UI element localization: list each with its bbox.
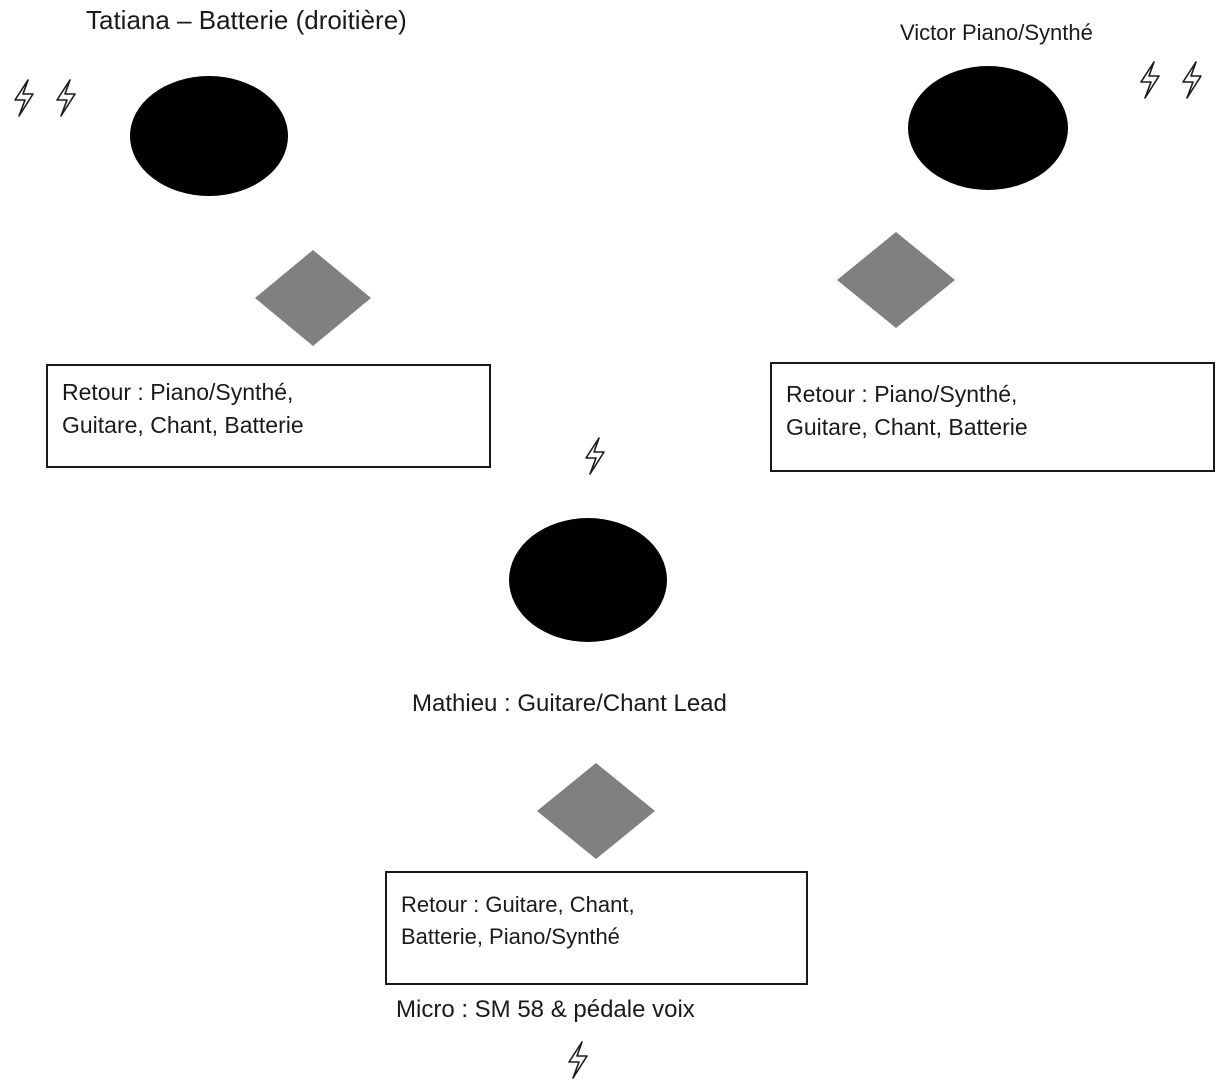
mic-power-icon <box>568 1041 588 1079</box>
tatiana-monitor-wedge <box>255 250 371 346</box>
tatiana-performer <box>130 76 288 196</box>
mathieu-monitor-line-2: Batterie, Piano/Synthé <box>401 923 620 949</box>
victor-power-icon-1 <box>1140 61 1160 99</box>
victor-power-icon-2 <box>1182 61 1202 99</box>
victor-label: Victor Piano/Synthé <box>900 20 1093 45</box>
tatiana-monitor-line-1: Retour : Piano/Synthé, <box>62 379 294 405</box>
mathieu-label: Mathieu : Guitare/Chant Lead <box>412 690 727 717</box>
tatiana-power-icon-2 <box>56 79 76 117</box>
victor-monitor-wedge <box>837 232 955 328</box>
tatiana-label: Tatiana – Batterie (droitière) <box>86 5 407 35</box>
victor-monitor-box: Retour : Piano/Synthé, Guitare, Chant, B… <box>770 362 1215 472</box>
tatiana-power-icon-1 <box>14 79 34 117</box>
mathieu-performer <box>509 518 667 642</box>
victor-performer <box>908 66 1068 190</box>
victor-monitor-line-1: Retour : Piano/Synthé, <box>786 381 1018 407</box>
tatiana-monitor-box: Retour : Piano/Synthé, Guitare, Chant, B… <box>46 364 491 468</box>
mathieu-monitor-line-1: Retour : Guitare, Chant, <box>401 892 635 917</box>
victor-monitor-line-2: Guitare, Chant, Batterie <box>786 414 1028 441</box>
mic-label: Micro : SM 58 & pédale voix <box>396 996 695 1023</box>
tatiana-monitor-line-2: Guitare, Chant, Batterie <box>62 412 304 439</box>
mathieu-power-icon <box>585 437 605 475</box>
mathieu-monitor-box: Retour : Guitare, Chant, Batterie, Piano… <box>385 871 808 985</box>
mathieu-monitor-wedge <box>537 763 655 859</box>
